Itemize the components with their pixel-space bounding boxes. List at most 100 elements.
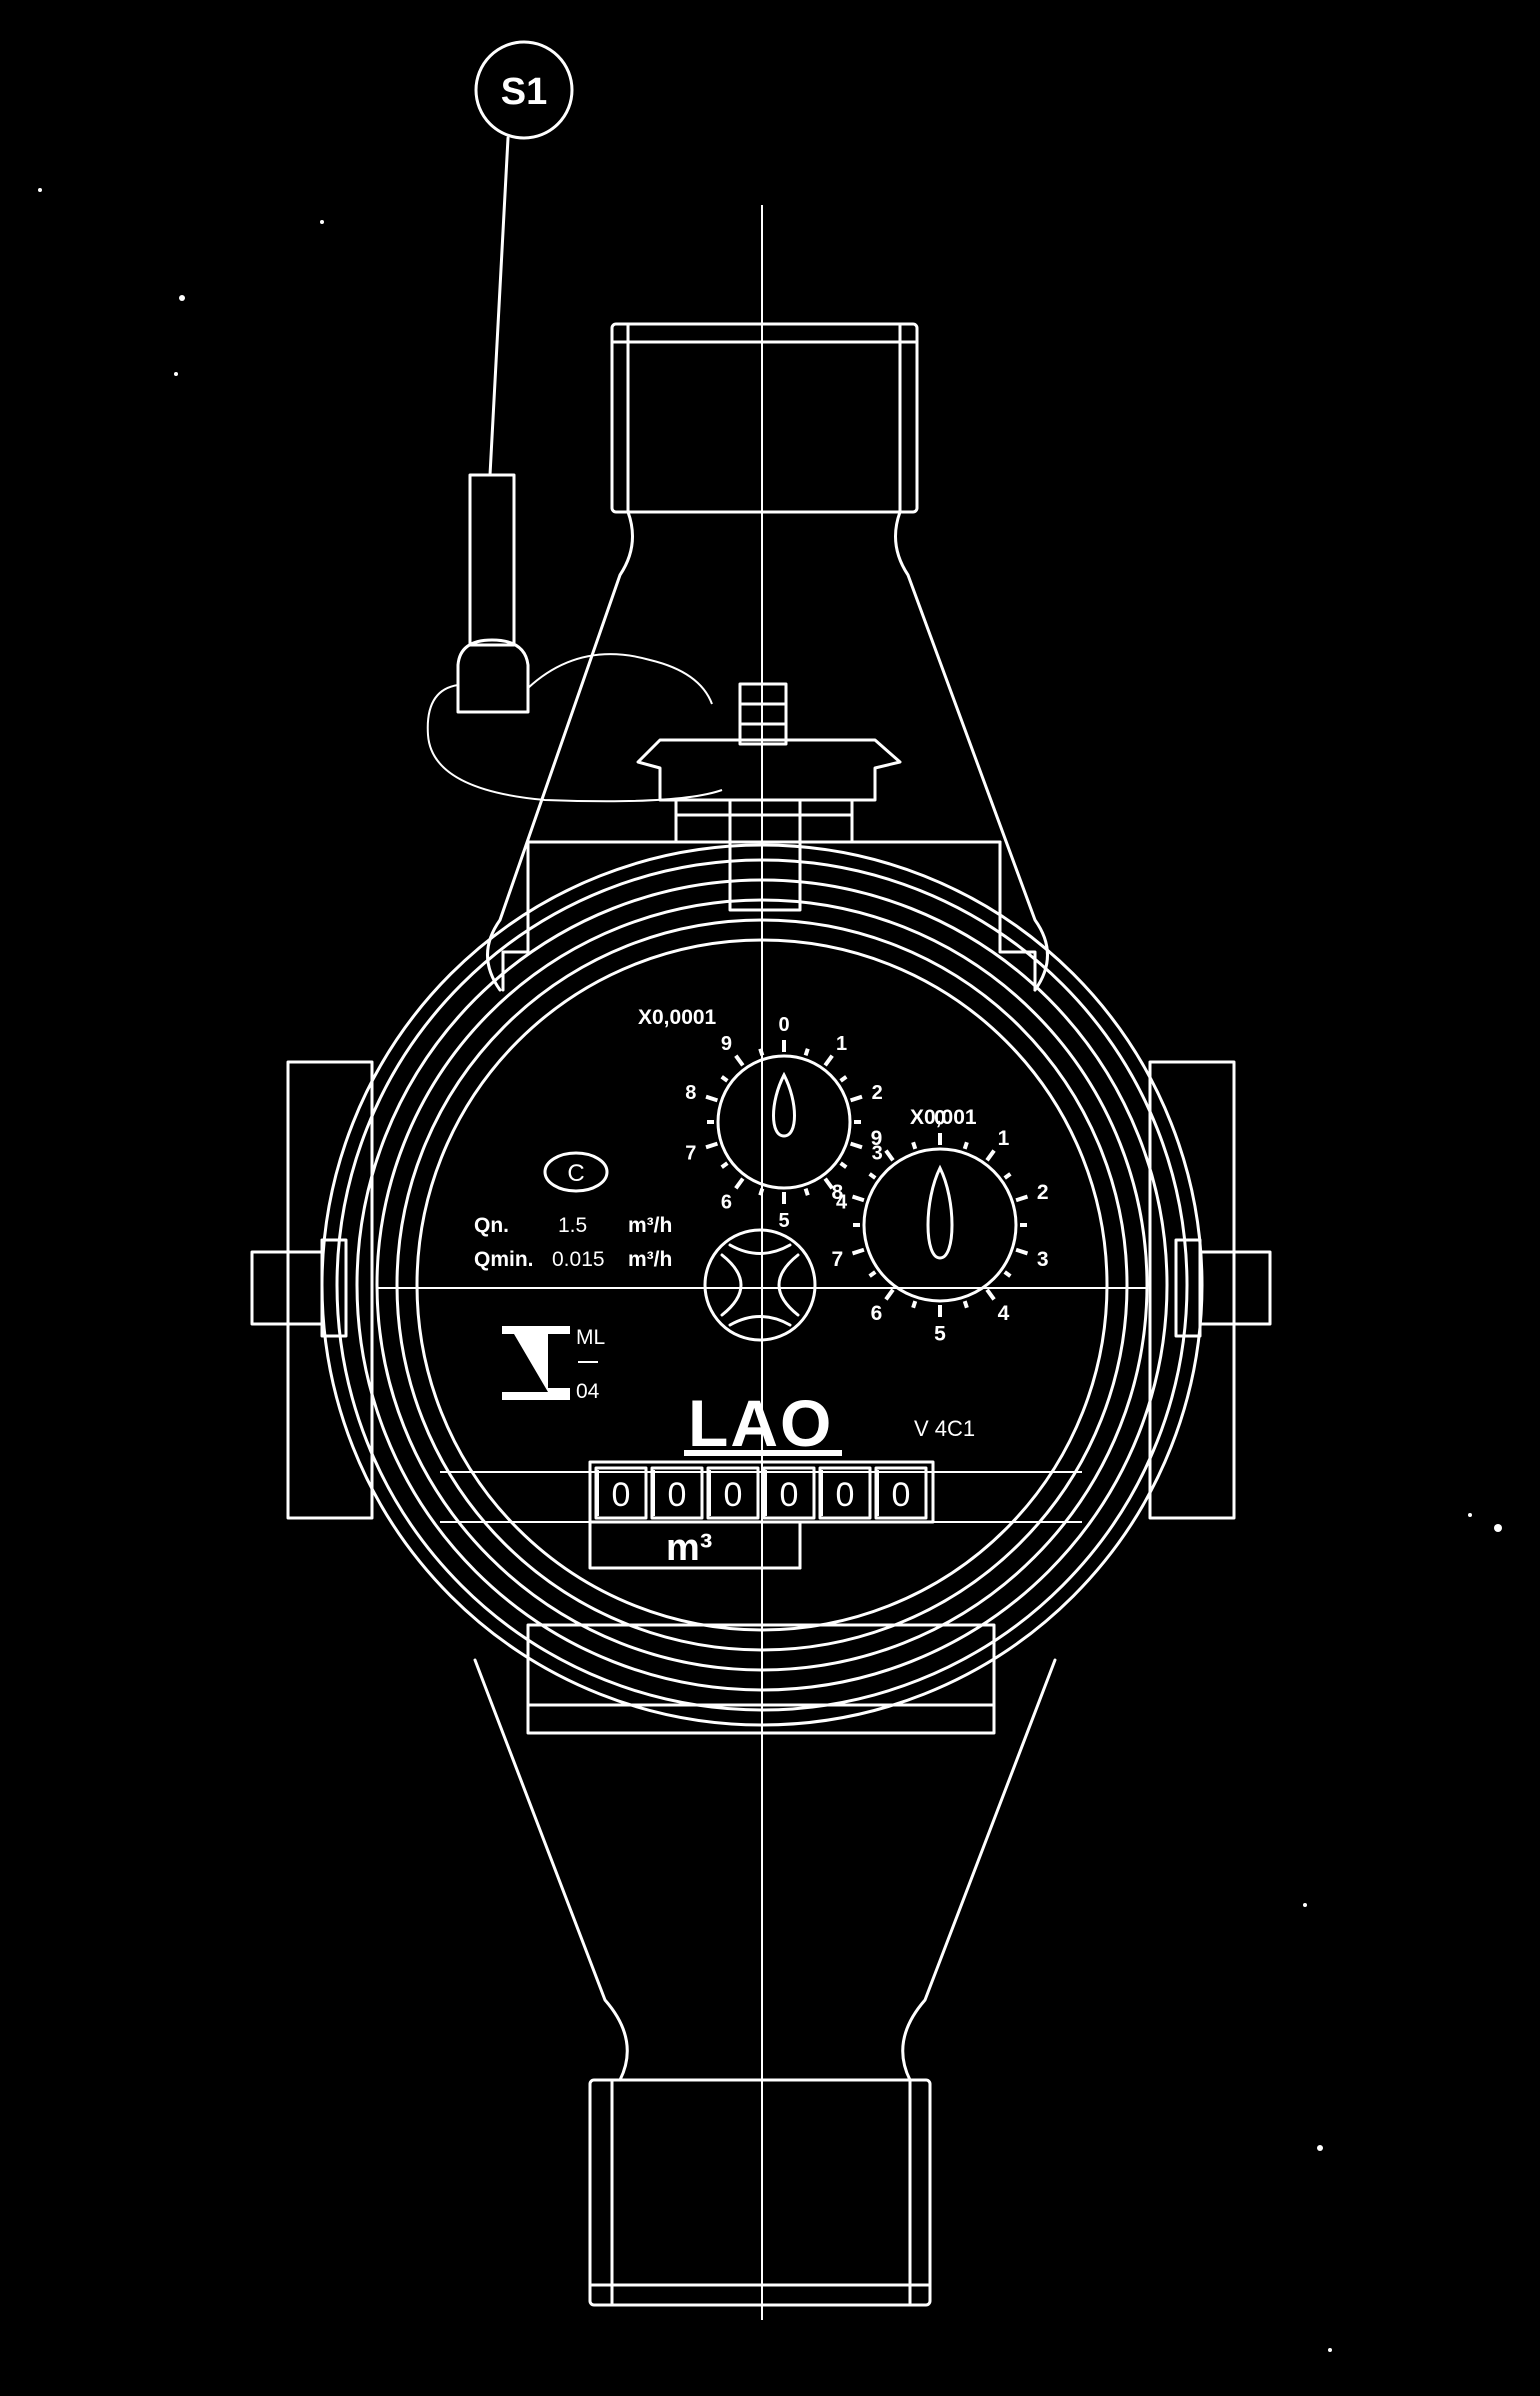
dial-tick <box>868 1172 877 1180</box>
brand-underline <box>684 1450 842 1456</box>
qmin-label: Qmin. <box>474 1248 534 1271</box>
dial-tick <box>1015 1247 1029 1256</box>
counter-digit-cell <box>762 1466 816 1520</box>
approval-top: ML <box>576 1326 605 1349</box>
dial-numeral: 7 <box>685 1142 696 1164</box>
specifications: Qn. 1.5 m³/h Qmin. 0.015 m³/h <box>474 1214 672 1271</box>
dial-tick <box>720 1075 729 1083</box>
brand-logo: LAO <box>688 1386 833 1460</box>
approval-bottom: 04 <box>576 1380 600 1403</box>
scan-specks <box>38 188 1502 2352</box>
sensor-head <box>456 638 530 714</box>
dial-large-label: X0,001 <box>910 1106 977 1129</box>
counter-digit-cell <box>818 1466 872 1520</box>
counter-digit-cell <box>594 1466 648 1520</box>
dial-numeral: 8 <box>685 1082 696 1104</box>
dial-tick <box>803 1187 810 1196</box>
dial-numeral: 5 <box>778 1210 789 1232</box>
counter-digit: 0 <box>668 1476 687 1514</box>
dial-numeral: 4 <box>836 1191 848 1213</box>
meter-rings <box>320 843 1204 1727</box>
dial-tick <box>851 1247 865 1256</box>
dial-small-face <box>716 1054 852 1190</box>
dial-tick <box>803 1048 810 1057</box>
callout-s1-circle <box>474 40 574 140</box>
dial-tick <box>839 1075 848 1083</box>
dial-tick <box>884 1149 895 1162</box>
dial-tick <box>849 1094 863 1103</box>
dial-numeral: 9 <box>721 1033 732 1055</box>
callout-s1-label: S1 <box>501 71 547 113</box>
dial-numeral: 6 <box>871 1302 883 1325</box>
dial-large-face <box>862 1147 1018 1303</box>
dial-tick <box>911 1300 918 1309</box>
dial-tick <box>985 1288 996 1301</box>
counter-digit-cell <box>706 1466 760 1520</box>
dial-tick <box>823 1054 834 1067</box>
dial-numeral: 0 <box>934 1107 946 1130</box>
dial-tick <box>1015 1194 1029 1203</box>
dial-tick <box>705 1141 719 1150</box>
dial-small-label: X0,0001 <box>638 1006 717 1029</box>
dial-numeral: 8 <box>831 1181 843 1204</box>
dial-tick <box>1003 1172 1012 1180</box>
dial-tick <box>823 1177 834 1190</box>
certification-symbol: C <box>567 1160 584 1187</box>
counter-digit-cell <box>874 1466 928 1520</box>
dial-large-pointer <box>926 1164 954 1260</box>
sensor-cable <box>426 684 723 803</box>
dial-tick <box>985 1149 996 1162</box>
dial-tick <box>962 1300 969 1309</box>
certification-ellipse <box>543 1151 609 1193</box>
dial-numeral: 9 <box>871 1127 883 1150</box>
approval-mark: ML 04 <box>502 1326 605 1403</box>
dial-tick <box>758 1187 765 1196</box>
qn-value: 1.5 <box>558 1214 587 1237</box>
top-cap <box>636 682 902 912</box>
counter-digit: 0 <box>836 1476 855 1514</box>
dial-small-ticks <box>705 1040 863 1204</box>
certification-mark: C <box>543 1151 609 1193</box>
sensor-probe <box>468 473 516 647</box>
dial-numeral: 3 <box>872 1142 883 1164</box>
dial-tick <box>734 1054 745 1067</box>
qn-label: Qn. <box>474 1214 509 1237</box>
counter-digit: 0 <box>892 1476 911 1514</box>
dial-tick <box>734 1177 745 1190</box>
dial-tick <box>884 1288 895 1301</box>
dial-tick <box>851 1194 865 1203</box>
brand: LAO V 4C1 <box>684 1386 975 1460</box>
dial-numeral: 1 <box>836 1033 847 1055</box>
dial-numeral: 1 <box>998 1127 1010 1150</box>
qmin-value: 0.015 <box>552 1248 605 1271</box>
counter-digit-cell <box>650 1466 704 1520</box>
dial-tick <box>868 1270 877 1278</box>
qn-unit: m³/h <box>628 1214 672 1237</box>
dial-large-ticks <box>851 1133 1029 1317</box>
dial-large-numerals: 0 1 2 3 4 5 6 7 8 9 <box>831 1107 1048 1346</box>
dial-tick <box>849 1141 863 1150</box>
dial-tick <box>839 1161 848 1169</box>
dial-numeral: 2 <box>1037 1181 1049 1204</box>
meter-body <box>250 322 1272 2307</box>
dial-small-pointer <box>772 1071 796 1138</box>
dial-numeral: 4 <box>998 1302 1010 1325</box>
dial-numeral: 7 <box>831 1248 843 1271</box>
counter-digit: 0 <box>780 1476 799 1514</box>
dial-tick <box>705 1094 719 1103</box>
sensor-cable-2 <box>527 653 713 705</box>
dial-numeral: 0 <box>778 1014 789 1036</box>
approval-symbol-icon <box>502 1326 570 1400</box>
counter-unit: m³ <box>666 1527 712 1569</box>
model-code: V 4C1 <box>914 1416 975 1441</box>
callout-leader-line <box>488 136 510 477</box>
dial-numeral: 5 <box>934 1323 946 1346</box>
dial-numeral: 6 <box>721 1191 732 1213</box>
dial-tick <box>911 1141 918 1150</box>
counter-digit: 0 <box>724 1476 743 1514</box>
